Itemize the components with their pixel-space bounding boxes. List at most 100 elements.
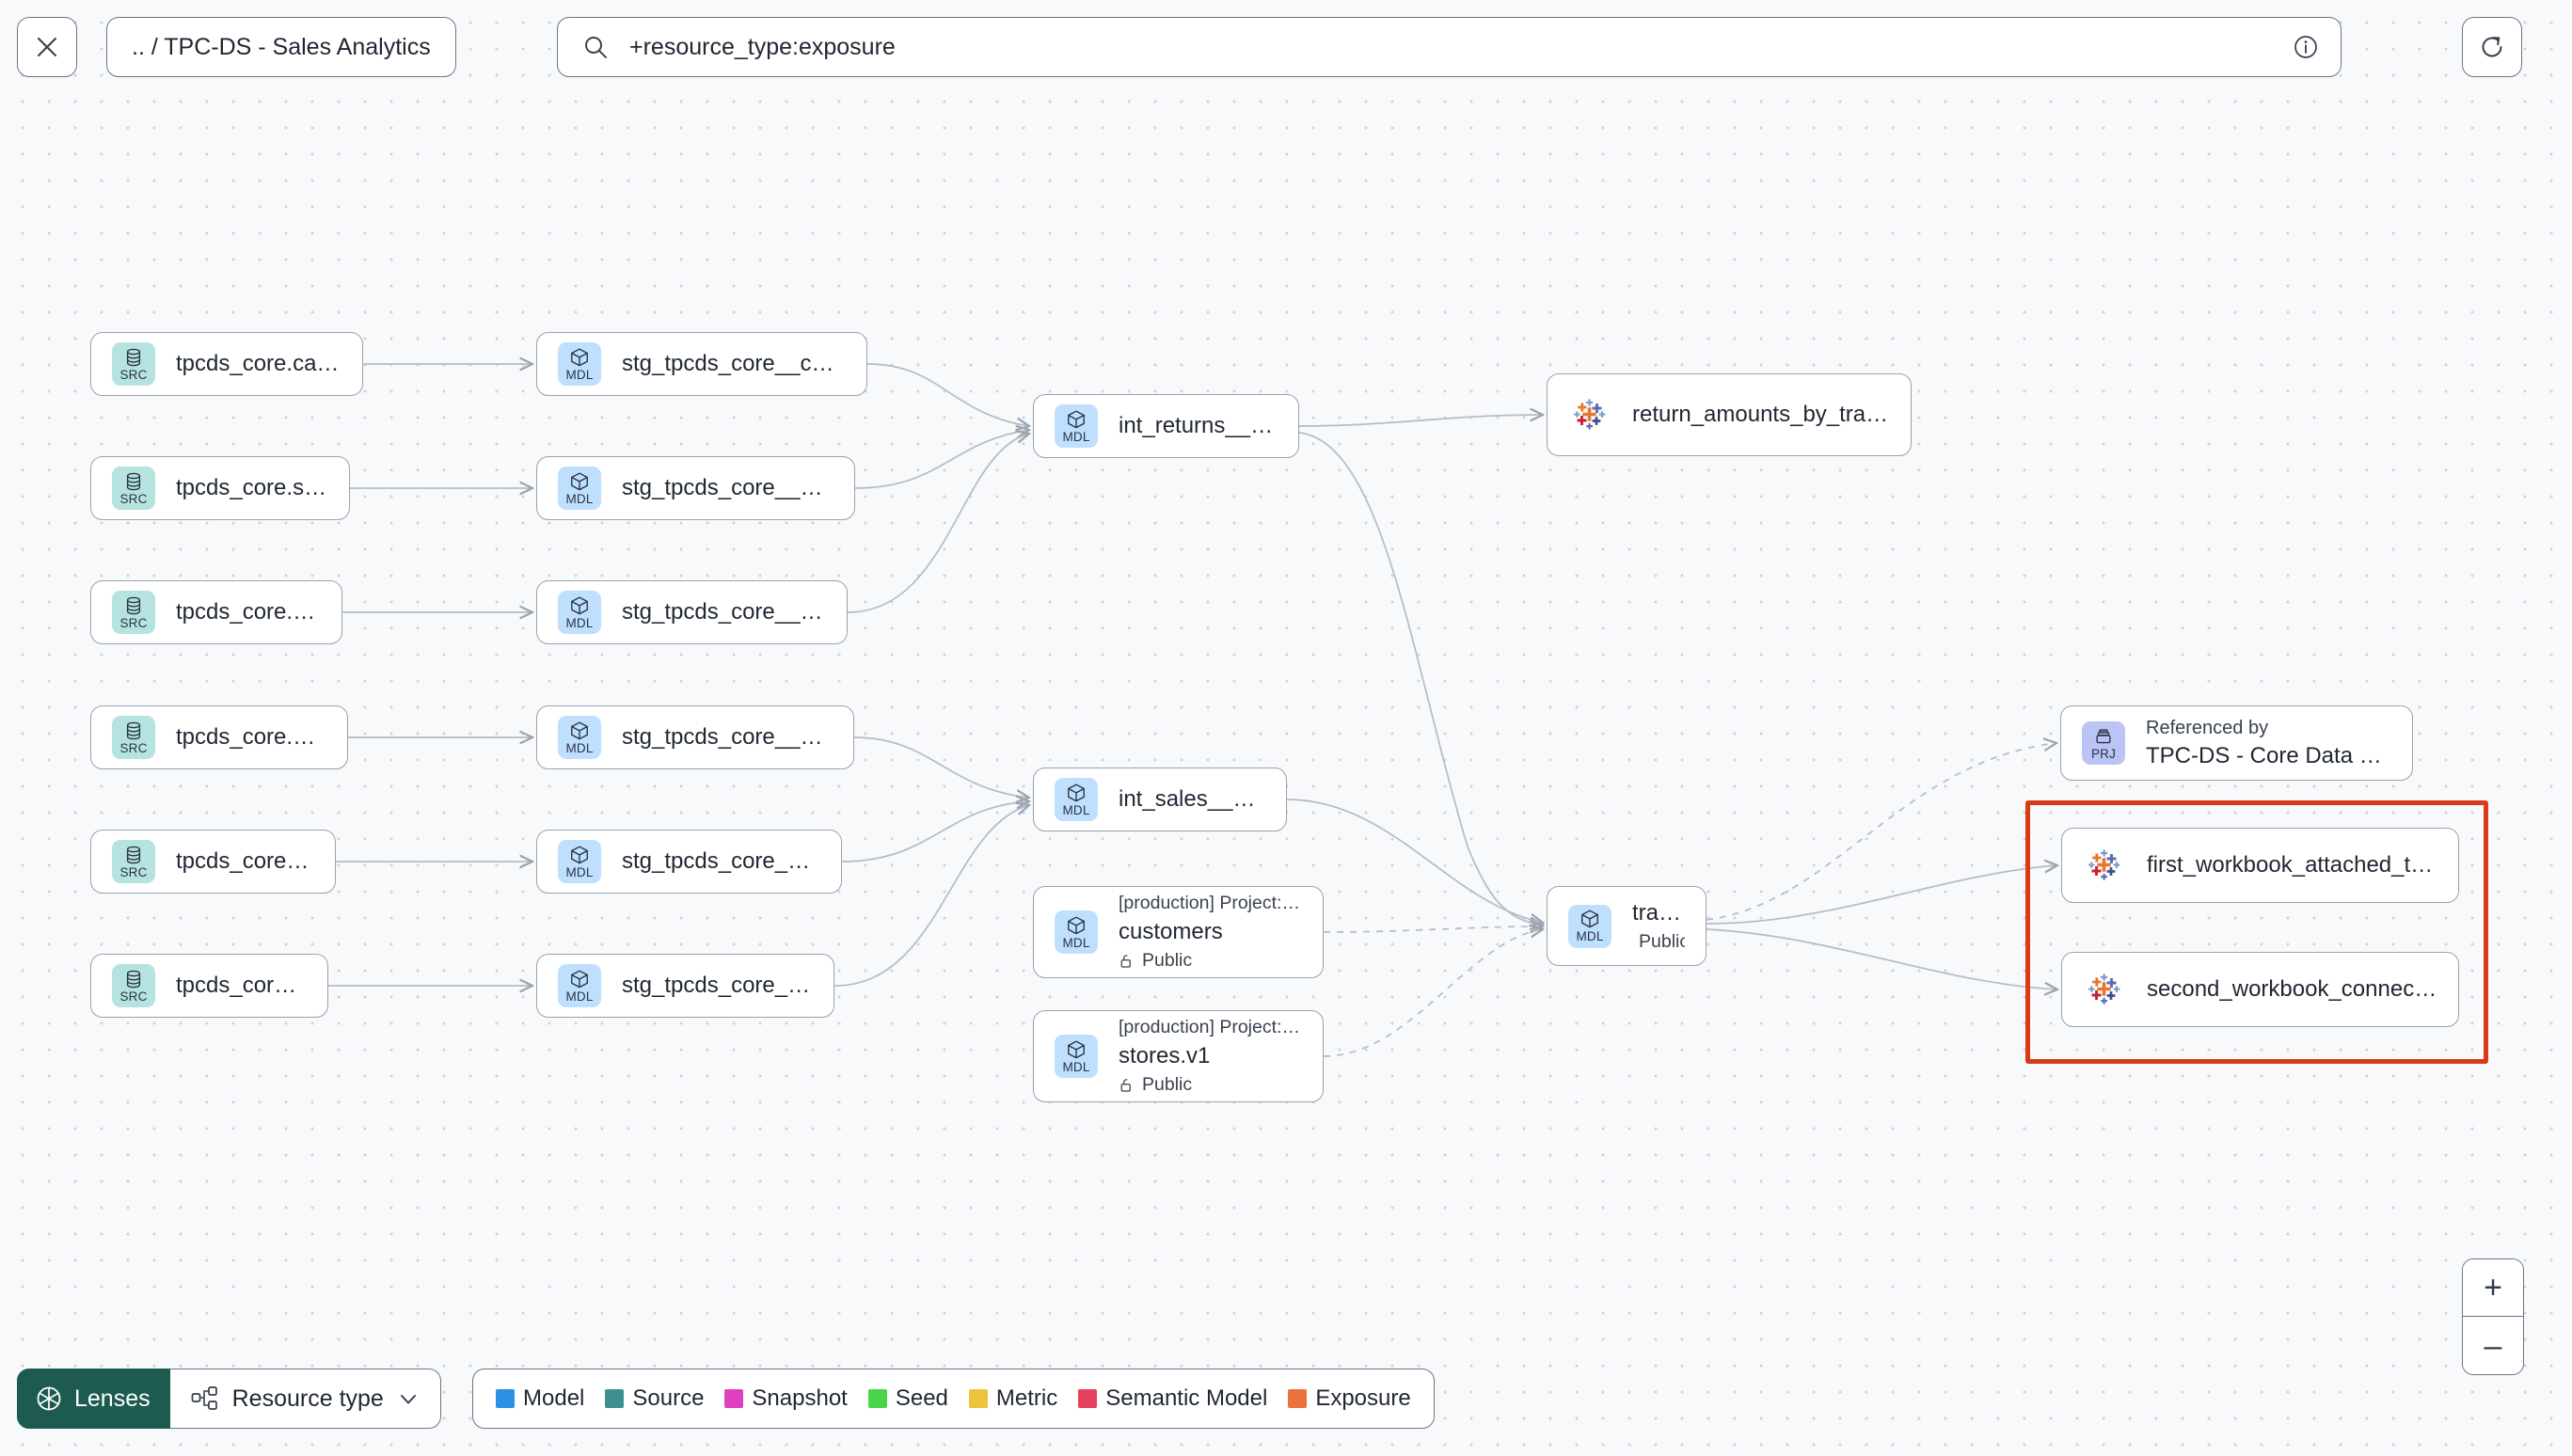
- legend-label: Semantic Model: [1105, 1385, 1268, 1411]
- badge-text: MDL: [1062, 429, 1090, 444]
- tableau-exposure-icon: [1574, 399, 1606, 430]
- node-body: stg_tpcds_core__store_sales: [622, 848, 820, 875]
- badge-text: PRJ: [2090, 746, 2117, 761]
- node-body: tpcds_core.catalog_sales: [176, 724, 326, 751]
- database-icon: [126, 721, 141, 740]
- bottom-toolbar: Lenses Resource type Model Source Snapshot…: [0, 1343, 2572, 1456]
- chevron-down-icon: [400, 1395, 416, 1404]
- unlock-icon: [1120, 954, 1131, 968]
- mdl-badge: MDL: [558, 840, 601, 883]
- mdl-badge: MDL: [558, 467, 601, 510]
- cube-icon: [1068, 1040, 1085, 1059]
- lenses-button[interactable]: Lenses: [17, 1369, 170, 1429]
- badge-text: SRC: [119, 615, 148, 630]
- graph-node-int_sales_unioned[interactable]: MDL int_sales__unioned: [1033, 768, 1287, 831]
- zoom-in-button[interactable]: +: [2463, 1259, 2523, 1317]
- node-label: tpcds_core.store_sales: [176, 848, 314, 874]
- badge-text: MDL: [1062, 802, 1090, 817]
- node-label: tpcds_core.web_returns: [176, 599, 321, 625]
- close-button[interactable]: [17, 17, 77, 77]
- hierarchy-icon: [191, 1386, 217, 1410]
- graph-node-stores_v1[interactable]: MDL [production] Project: TPC-DS - Core D…: [1033, 1010, 1324, 1102]
- info-icon[interactable]: [2292, 33, 2320, 61]
- breadcrumb[interactable]: .. / TPC-DS - Sales Analytics: [106, 17, 456, 77]
- src-badge: SRC: [112, 591, 155, 634]
- graph-node-stg_catalog_sales[interactable]: MDL stg_tpcds_core__catalog_sales: [536, 705, 854, 769]
- badge-text: MDL: [1062, 935, 1090, 950]
- node-label: stg_tpcds_core__catalog_sales: [622, 724, 833, 750]
- graph-node-return_amounts[interactable]: return_amounts_by_transaction_type: [1547, 373, 1912, 456]
- mdl-badge: MDL: [1055, 404, 1098, 448]
- cube-icon: [571, 596, 588, 615]
- node-body: int_sales__unioned: [1119, 786, 1265, 813]
- breadcrumb-label: .. / TPC-DS - Sales Analytics: [132, 33, 431, 60]
- node-label: first_workbook_attached_to_tpc-ds_-_…: [2147, 852, 2437, 878]
- legend-item-model[interactable]: Model: [496, 1385, 584, 1412]
- legend-item-semantic-model[interactable]: Semantic Model: [1078, 1385, 1267, 1412]
- badge-text: MDL: [1576, 929, 1604, 944]
- legend-item-seed[interactable]: Seed: [867, 1385, 948, 1412]
- minus-icon: –: [2484, 1327, 2502, 1364]
- node-label: stores.v1: [1119, 1043, 1211, 1068]
- legend-label: Model: [523, 1385, 585, 1411]
- legend-item-exposure[interactable]: Exposure: [1288, 1385, 1411, 1412]
- node-label: tpcds_core.store_returns: [176, 475, 328, 500]
- prj-badge: PRJ: [2082, 721, 2125, 765]
- graph-node-second_workbook[interactable]: second_workbook_connected_to_live…: [2061, 952, 2459, 1027]
- node-access: Public: [1632, 931, 1685, 953]
- node-body: [production] Project: TPC-DS - Core Data…: [1119, 893, 1302, 972]
- resource-type-dropdown[interactable]: Resource type: [169, 1369, 441, 1429]
- legend-item-snapshot[interactable]: Snapshot: [724, 1385, 848, 1412]
- node-access: Public: [1119, 1074, 1302, 1096]
- node-label: stg_tpcds_core__catalog_returns: [622, 351, 846, 376]
- badge-text: SRC: [119, 740, 148, 755]
- lens-control-group: Lenses Resource type: [17, 1369, 441, 1429]
- cube-icon: [571, 348, 588, 367]
- legend-label: Metric: [995, 1385, 1058, 1411]
- search-value: +resource_type:exposure: [629, 33, 896, 60]
- cube-icon: [1068, 783, 1085, 802]
- legend-item-source[interactable]: Source: [605, 1385, 704, 1412]
- search-input[interactable]: +resource_type:exposure: [557, 17, 2342, 77]
- graph-node-src_catalog_sales[interactable]: SRC tpcds_core.catalog_sales: [90, 705, 348, 769]
- graph-node-stg_store_returns[interactable]: MDL stg_tpcds_core__store_returns: [536, 456, 855, 520]
- legend-swatch: [496, 1389, 515, 1408]
- node-body: [production] Project: TPC-DS - Core Data…: [1119, 1017, 1302, 1096]
- badge-text: MDL: [1062, 1059, 1090, 1074]
- node-label: stg_tpcds_core__web_sales: [622, 973, 813, 998]
- lenses-label: Lenses: [74, 1385, 151, 1412]
- legend-item-metric[interactable]: Metric: [968, 1385, 1058, 1412]
- archive-icon: [2096, 729, 2111, 744]
- graph-node-transactions[interactable]: MDLtransactionsPublic: [1547, 886, 1707, 966]
- refresh-button[interactable]: [2462, 17, 2522, 77]
- node-label: stg_tpcds_core__store_returns: [622, 475, 834, 500]
- cube-icon: [571, 721, 588, 740]
- graph-node-customers[interactable]: MDL [production] Project: TPC-DS - Core D…: [1033, 886, 1324, 978]
- legend-label: Snapshot: [752, 1385, 848, 1411]
- cube-icon: [1068, 410, 1085, 429]
- mdl-badge: MDL: [1055, 778, 1098, 821]
- graph-node-stg_store_sales[interactable]: MDL stg_tpcds_core__store_sales: [536, 830, 842, 894]
- badge-text: MDL: [565, 740, 594, 755]
- badge-text: MDL: [565, 615, 594, 630]
- node-body: tpcds_core.store_sales: [176, 848, 314, 875]
- node-access-label: Public: [1142, 950, 1193, 971]
- graph-node-first_workbook[interactable]: first_workbook_attached_to_tpc-ds_-_…: [2061, 828, 2459, 903]
- cube-icon: [571, 846, 588, 864]
- graph-node-src_web_returns[interactable]: SRC tpcds_core.web_returns: [90, 580, 342, 644]
- node-label: int_sales__unioned: [1119, 786, 1265, 812]
- top-toolbar: .. / TPC-DS - Sales Analytics +resource_…: [0, 0, 2572, 111]
- zoom-out-button[interactable]: –: [2463, 1317, 2523, 1374]
- badge-text: MDL: [565, 864, 594, 879]
- node-body: stg_tpcds_core__store_returns: [622, 475, 834, 501]
